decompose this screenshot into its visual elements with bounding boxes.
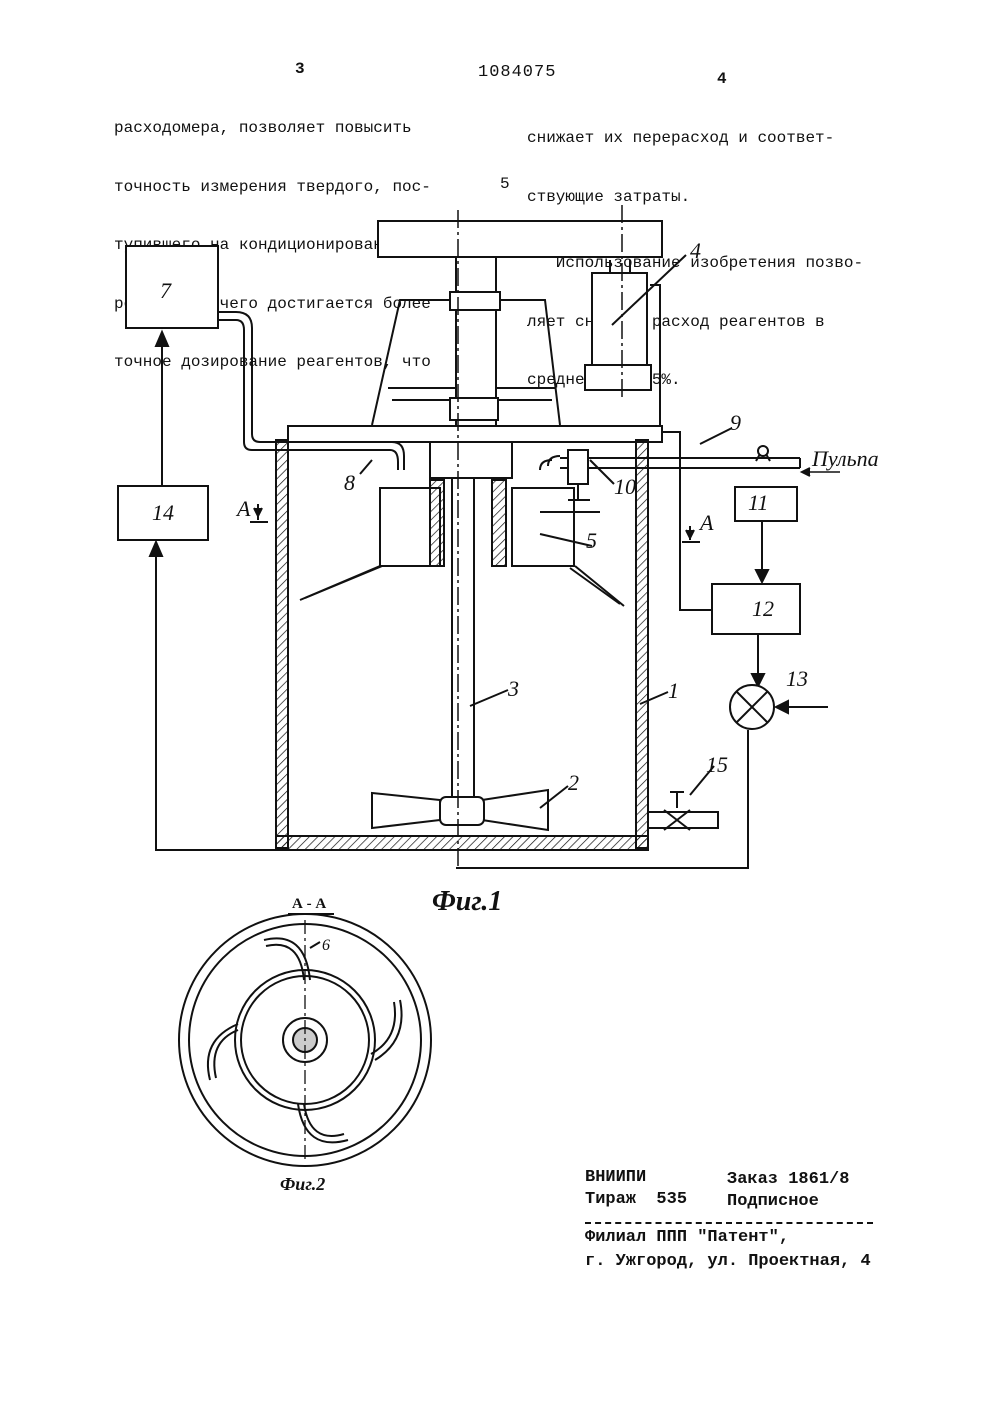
blade <box>208 1024 238 1080</box>
label-13: 13 <box>786 666 808 691</box>
label-9: 9 <box>730 410 741 435</box>
label-10: 10 <box>614 474 636 499</box>
label-5: 5 <box>586 528 597 553</box>
tank-wall-left <box>276 440 288 848</box>
hub <box>430 442 512 478</box>
imprint-run: Тираж 535 <box>585 1190 687 1209</box>
stator-right <box>512 488 574 566</box>
sensor-10 <box>568 450 588 484</box>
fig2-caption: Фиг.2 <box>280 1174 325 1194</box>
blade-label-6: 6 <box>322 937 330 954</box>
motor-body <box>592 273 647 373</box>
block-label-11: 11 <box>748 490 768 515</box>
pipe-8 <box>218 312 404 470</box>
label-3: 3 <box>507 676 519 701</box>
imprint-address: г. Ужгород, ул. Проектная, 4 <box>585 1252 871 1271</box>
section-title: А - А <box>292 896 326 912</box>
shaft-bearing <box>450 398 498 420</box>
motor-base <box>585 365 651 390</box>
blade <box>264 938 310 980</box>
blade <box>371 1000 402 1060</box>
imprint-divider <box>585 1222 873 1224</box>
section-mark-right: А <box>698 510 714 535</box>
tank-bottom <box>276 836 648 850</box>
label-8: 8 <box>344 470 355 495</box>
block-label-7: 7 <box>160 278 172 303</box>
pulp-label: Пульпа <box>811 446 879 471</box>
label-2: 2 <box>568 770 579 795</box>
figure-1-diagram: 7 14 11 12 4 8 9 10 5 3 1 2 13 15 А А Пу… <box>0 0 1000 920</box>
imprint-subscription: Подписное <box>727 1192 819 1211</box>
tank-wall-right <box>636 440 648 848</box>
label-4: 4 <box>690 238 701 263</box>
tank-lid <box>288 426 662 442</box>
label-15: 15 <box>706 752 728 777</box>
imprint-order: Заказ 1861/8 <box>727 1170 849 1189</box>
imprint-branch: Филиал ППП "Патент", <box>585 1228 789 1247</box>
top-plate <box>378 221 662 257</box>
label-1: 1 <box>668 678 679 703</box>
block-7 <box>126 246 218 328</box>
block-label-14: 14 <box>152 500 174 525</box>
imprint-org: ВНИИПИ <box>585 1168 646 1187</box>
block-label-12: 12 <box>752 596 774 621</box>
figure-2-diagram: А - А 6 Фиг.2 <box>170 890 450 1200</box>
section-mark-left: А <box>235 496 251 521</box>
